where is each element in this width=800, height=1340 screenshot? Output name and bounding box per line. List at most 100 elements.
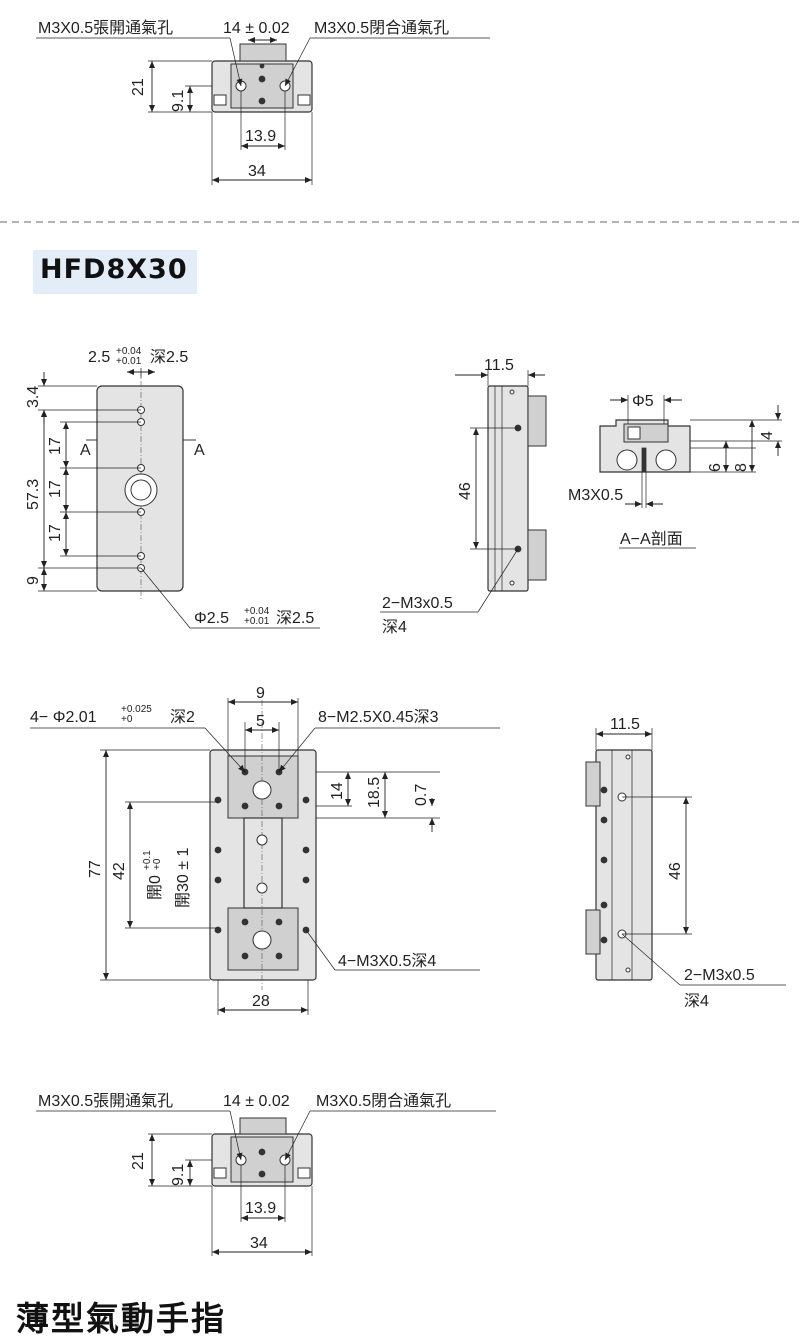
side-thread-label: 2−M3x0.5 [382, 595, 453, 612]
jaw-dim-5: 5 [256, 713, 265, 730]
jaw-side-depth-label: 深4 [684, 992, 709, 1010]
jaw-side-body [595, 749, 653, 981]
section-dim-8: 8 [733, 463, 750, 472]
page-heading: 薄型氣動手指 [16, 1299, 226, 1338]
bottom-port-spacing: 13.9 [245, 1200, 276, 1217]
jaw-mount-label: 4−M3X0.5深4 [338, 952, 436, 970]
pin-tol-top-bottom: +0.04 [244, 606, 270, 617]
dim-3-4: 3.4 [25, 386, 42, 408]
width-dim: 34 [248, 163, 266, 180]
jaw-tap-4 [275, 802, 283, 810]
jaw-tap-7 [241, 952, 249, 960]
jaw-tap-3 [241, 802, 249, 810]
section-dim-4: 4 [759, 431, 776, 440]
top-pin-hole [259, 63, 265, 69]
jaw-open-tol-bottom: +0 [152, 858, 163, 870]
jaw-dim-14: 14 [329, 782, 346, 800]
jaw-slide-hole-1 [256, 834, 268, 846]
top-mount-slot-right [297, 94, 311, 106]
port-spacing: 13.9 [245, 128, 276, 145]
dim-17c: 17 [47, 524, 64, 542]
section-a-left: A [80, 442, 91, 459]
jaw-pin-tol-top: +0.025 [121, 704, 152, 715]
jaw-dim-42: 42 [111, 862, 128, 880]
pin-depth-bottom: 深2.5 [276, 609, 314, 627]
jaw-thread-label: 8−M2.5X0.45深3 [318, 708, 439, 726]
side-small-hole-top [509, 389, 515, 395]
jaw-upper-bore [252, 780, 272, 800]
jaw-side-hole-1 [214, 796, 222, 804]
front-view: 2.5 +0.04 +0.01 深2.5 3.4 17 57.3 17 17 9… [25, 346, 320, 629]
jaw-side-view: 11.5 46 2−M3x0.5 深4 [585, 716, 786, 1010]
section-thread-label: M3X0.5 [568, 487, 623, 504]
jaw-side-hole-2 [214, 846, 222, 854]
bottom-port-view: M3X0.5張開通氣孔 14 ± 0.02 M3X0.5閉合通氣孔 21 9.1… [36, 1092, 496, 1256]
port-open-label: M3X0.5張開通氣孔 [38, 19, 173, 37]
side-jaw-bottom [527, 529, 547, 581]
port-close-label: M3X0.5閉合通氣孔 [314, 19, 449, 37]
top-mount-slot-left [213, 94, 227, 106]
side-depth-label: 深4 [382, 618, 407, 636]
jaw-side-hole-6 [302, 846, 310, 854]
height-port: 9.1 [170, 90, 187, 112]
side-width: 11.5 [484, 357, 514, 374]
pin-hole-top-size: 2.5 [88, 349, 110, 366]
bottom-jaw-block [239, 1117, 287, 1135]
section-pocket [627, 426, 641, 440]
jaw-side-thread-label: 2−M3x0.5 [684, 967, 755, 984]
jaw-side-width: 11.5 [610, 716, 640, 733]
pin-depth-top: 深2.5 [150, 348, 188, 366]
jaw-tap-5 [241, 918, 249, 926]
model-badge [33, 250, 197, 294]
jaw-open-label: 開0 [147, 875, 164, 900]
jaw-side-h1 [600, 786, 608, 794]
section-thread [641, 447, 647, 473]
pitch-label: 14 ± 0.02 [223, 20, 290, 37]
jaw-side-hole-7 [302, 876, 310, 884]
top-jaw-block [239, 43, 287, 62]
jaw-tap-6 [275, 918, 283, 926]
bottom-mount-slot-left [213, 1167, 227, 1179]
top-center-hole [258, 75, 266, 83]
jaw-side-hole-5 [302, 796, 310, 804]
section-dim-6: 6 [707, 463, 724, 472]
jaw-side-small-bottom [625, 967, 631, 973]
model-title: HFD8X30 [40, 254, 188, 285]
bottom-port-open-label: M3X0.5張開通氣孔 [38, 1092, 173, 1110]
section-bore-left [616, 449, 638, 471]
jaw-width: 28 [252, 993, 270, 1010]
pin-hole-bottom-size: Φ2.5 [194, 610, 229, 627]
jaw-side-small-top [625, 754, 631, 760]
jaw-view: 4− Φ2.01 +0.025 +0 深2 9 5 8−M2.5X0.45深3 … [30, 685, 500, 1015]
pin-tol-bottom: +0.01 [116, 356, 142, 367]
section-view: Φ5 4 6 8 M3X0.5 A−A剖面 [568, 393, 782, 549]
center-bore-inner [130, 479, 152, 501]
pin-tol-top: +0.04 [116, 346, 142, 357]
jaw-dim-18-5: 18.5 [366, 777, 383, 808]
dim-57-3: 57.3 [25, 479, 42, 510]
jaw-dim-77: 77 [87, 860, 104, 878]
jaw-side-lug-bottom [585, 909, 601, 955]
side-view: 11.5 46 2−M3x0.5 深4 [380, 357, 547, 636]
jaw-side-h2 [600, 816, 608, 824]
jaw-side-hole-pitch: 46 [667, 862, 684, 880]
jaw-side-h5 [600, 936, 608, 944]
jaw-lower-bore [252, 930, 272, 950]
bottom-port-close-label: M3X0.5閉合通氣孔 [316, 1092, 451, 1110]
jaw-dim-0-7: 0.7 [413, 784, 430, 806]
bottom-center-hole-2 [258, 1170, 266, 1178]
bottom-pitch-label: 14 ± 0.02 [223, 1093, 290, 1110]
jaw-open-tol-top: +0.1 [142, 850, 153, 870]
top-center-hole-2 [258, 97, 266, 105]
pin-tol-bottom-bottom: +0.01 [244, 616, 270, 627]
section-caption: A−A剖面 [620, 530, 683, 548]
jaw-pin-label: 4− Φ2.01 [30, 709, 97, 726]
dim-9: 9 [25, 576, 42, 585]
jaw-dim-9: 9 [256, 685, 265, 702]
top-port-view: M3X0.5張開通氣孔 14 ± 0.02 M3X0.5閉合通氣孔 21 9.1… [36, 19, 490, 185]
jaw-slide [243, 817, 283, 909]
section-a-right: A [194, 442, 205, 459]
side-jaw-top [527, 395, 547, 447]
jaw-pin-depth: 深2 [170, 708, 195, 726]
